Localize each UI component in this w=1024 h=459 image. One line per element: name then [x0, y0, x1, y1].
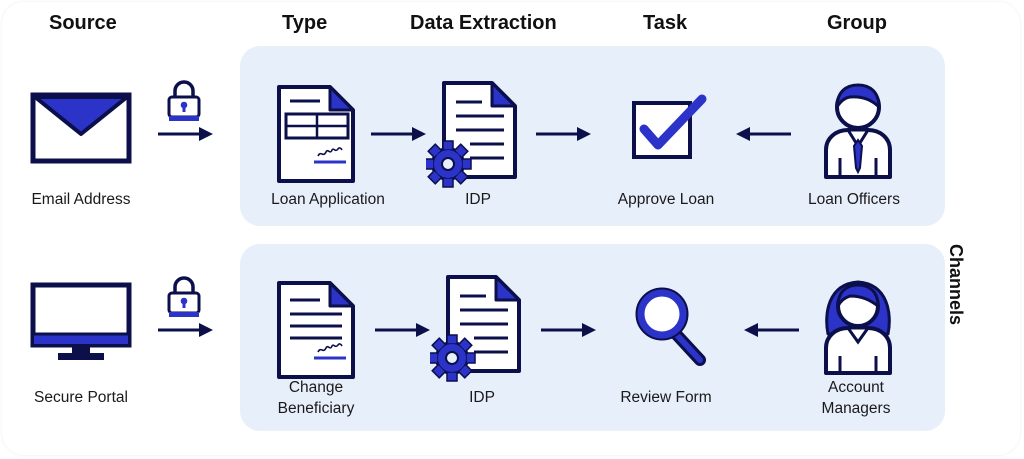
task-label-review-form: Review Form [620, 389, 712, 406]
extraction-label-idp: IDP [465, 191, 491, 208]
extraction-label-idp-2: IDP [469, 389, 495, 406]
group-label-account-managers: Account Managers [796, 377, 916, 419]
document-lines-icon [277, 281, 355, 379]
arrow-right [536, 127, 591, 141]
type-label-line-2: Beneficiary [277, 400, 355, 417]
group-label-line-2: Managers [821, 400, 891, 417]
checkbox-icon [632, 94, 707, 159]
source-label-email: Email Address [31, 191, 131, 208]
group-label-loan-officers: Loan Officers [808, 191, 900, 208]
arrow-left [744, 323, 799, 337]
header-data-extraction: Data Extraction [410, 12, 557, 34]
monitor-icon [30, 282, 132, 360]
source-label-secure-portal: Secure Portal [34, 389, 128, 406]
group-label-line-1: Account [827, 379, 884, 396]
type-label-line-1: Change [288, 379, 344, 396]
arrow-right [375, 323, 430, 337]
arrow-right [158, 323, 213, 337]
header-type: Type [282, 12, 328, 34]
female-person-icon [824, 280, 892, 375]
header-group: Group [827, 12, 887, 34]
padlock-icon [167, 80, 201, 121]
document-form-icon [277, 85, 355, 183]
document-gear-icon [426, 81, 517, 188]
arrow-right [158, 127, 213, 141]
type-label-loan-application: Loan Application [271, 191, 385, 208]
arrow-right [371, 127, 426, 141]
arrow-left [736, 127, 791, 141]
male-person-icon [824, 83, 892, 179]
header-task: Task [643, 12, 688, 34]
channel-band-1 [240, 46, 945, 226]
magnifier-icon [635, 287, 706, 366]
arrow-right [541, 323, 596, 337]
document-gear-icon [430, 275, 521, 382]
header-source: Source [49, 12, 117, 34]
channels-label: Channels [946, 244, 966, 326]
envelope-icon [30, 92, 132, 164]
type-label-change-beneficiary: Change Beneficiary [258, 377, 374, 419]
padlock-icon [167, 276, 201, 317]
task-label-approve-loan: Approve Loan [617, 191, 715, 208]
